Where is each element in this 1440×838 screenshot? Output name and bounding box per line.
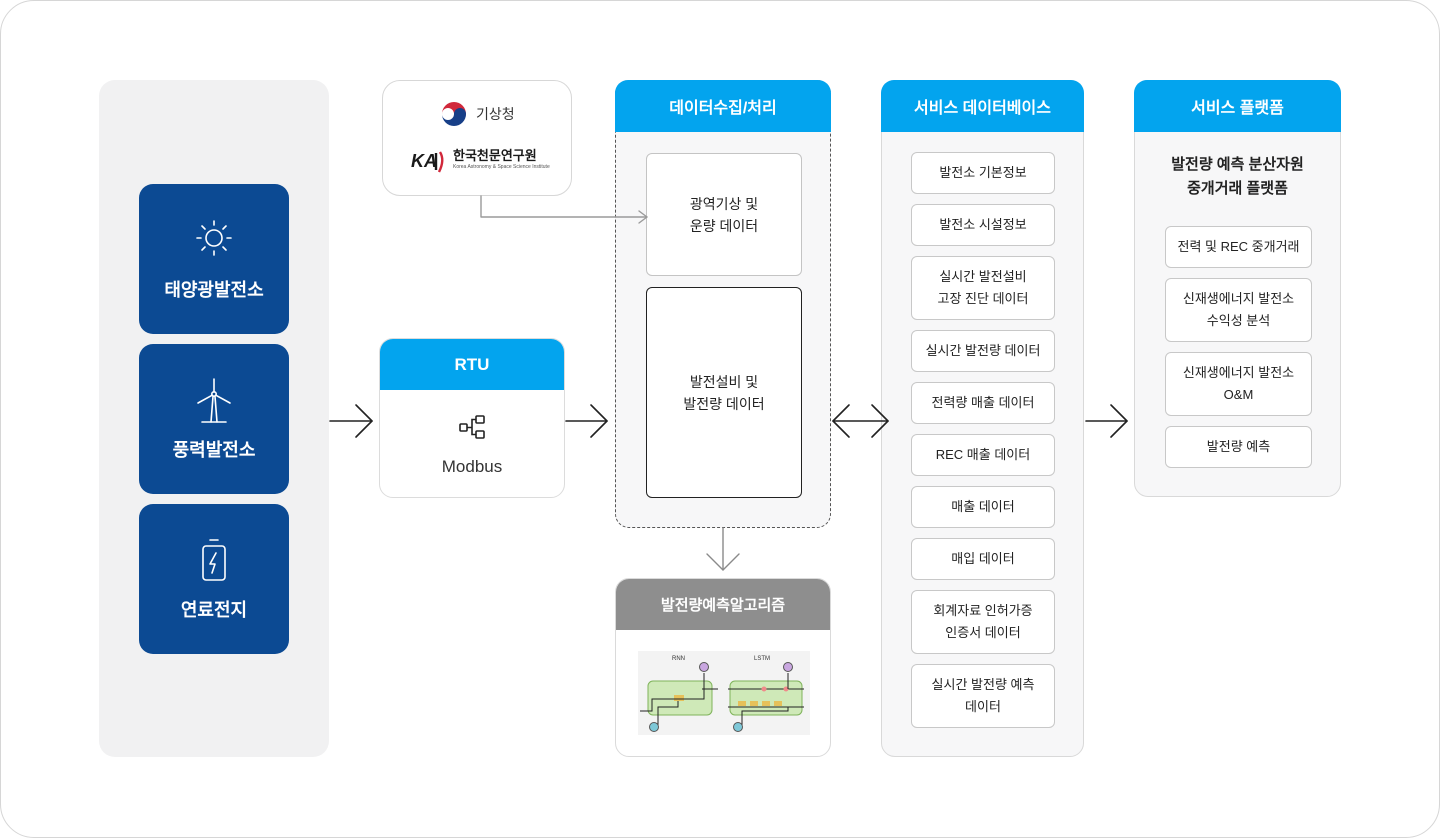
platform-item: 신재생에너지 발전소 O&M [1165, 352, 1312, 416]
db-item-line2: 데이터 [965, 699, 1001, 714]
db-item-line1: 실시간 발전량 데이터 [925, 343, 1041, 358]
arrow-collection-service-db [832, 404, 889, 438]
db-item-line2: 인증서 데이터 [945, 625, 1021, 640]
svg-text:KA: KA [411, 151, 437, 171]
platform-subtitle: 발전량 예측 분산자원 중개거래 플랫폼 [1135, 153, 1340, 201]
power-sources-column: 태양광발전소 풍력발전소 연료전지 [99, 80, 329, 757]
db-item-line1: 전력량 매출 데이터 [931, 395, 1035, 410]
generation-data-box: 발전설비 및 발전량 데이터 [646, 287, 802, 498]
prediction-algorithm-panel: 발전량예측알고리즘 RNN LSTM [615, 578, 831, 757]
arrow-service-db-to-platform [1085, 404, 1128, 438]
service-platform-panel: 서비스 플랫폼 발전량 예측 분산자원 중개거래 플랫폼 전력 및 REC 중개… [1134, 80, 1341, 497]
arrow-rtu-to-collection [565, 404, 608, 438]
sun-icon [139, 218, 289, 258]
platform-item-line1: 전력 및 REC 중개거래 [1177, 239, 1300, 254]
platform-item: 발전량 예측 [1165, 426, 1312, 468]
kasi-subtitle: Korea Astronomy & Space Science Institut… [453, 164, 550, 170]
wind-plant-label: 풍력발전소 [172, 440, 256, 460]
db-item: REC 매출 데이터 [911, 434, 1055, 476]
kma-logo: 기상청 [438, 98, 515, 130]
data-collection-panel: 데이터수집/처리 광역기상 및 운량 데이터 발전설비 및 발전량 데이터 [615, 80, 831, 528]
service-database-title: 서비스 데이터베이스 [881, 80, 1084, 132]
db-item: 매출 데이터 [911, 486, 1055, 528]
kma-name: 기상청 [476, 106, 515, 122]
db-item-line1: 실시간 발전설비 [939, 269, 1027, 284]
platform-item-line1: 신재생에너지 발전소 [1182, 365, 1295, 380]
platform-item-line1: 신재생에너지 발전소 [1182, 291, 1295, 306]
taegeuk-icon [442, 102, 466, 126]
kasi-mark-icon: KA [411, 151, 444, 173]
fuel-cell-label: 연료전지 [180, 600, 248, 620]
rtu-title: RTU [380, 339, 564, 390]
network-nodes-icon [458, 414, 488, 445]
arrow-collection-to-algorithm [706, 527, 740, 571]
rtu-box: RTU Modbus [379, 338, 565, 498]
solar-plant-card: 태양광발전소 [139, 184, 289, 334]
platform-subtitle-line1: 발전량 예측 분산자원 [1171, 156, 1304, 173]
db-item: 전력량 매출 데이터 [911, 382, 1055, 424]
db-item-line1: 발전소 기본정보 [939, 165, 1027, 180]
platform-item-line1: 발전량 예측 [1206, 439, 1271, 454]
kasi-name: 한국천문연구원 [453, 148, 537, 163]
platform-item-line2: 수익성 분석 [1206, 313, 1271, 328]
service-platform-title: 서비스 플랫폼 [1134, 80, 1341, 132]
platform-subtitle-line2: 중개거래 플랫폼 [1187, 180, 1288, 197]
db-item-line1: 실시간 발전량 예측 [931, 677, 1035, 692]
platform-item: 전력 및 REC 중개거래 [1165, 226, 1312, 268]
generation-data-line1: 발전설비 및 [689, 373, 759, 390]
fuel-cell-card: 연료전지 [139, 504, 289, 654]
lstm-label: LSTM [754, 656, 770, 662]
wind-turbine-icon [139, 378, 289, 423]
db-item: 매입 데이터 [911, 538, 1055, 580]
rtu-protocol: Modbus [441, 457, 503, 476]
db-item: 발전소 기본정보 [911, 152, 1055, 194]
db-item-line1: REC 매출 데이터 [935, 447, 1031, 462]
wind-plant-card: 풍력발전소 [139, 344, 289, 494]
db-item-line1: 회계자료 인허가증 [933, 603, 1033, 618]
weather-data-box: 광역기상 및 운량 데이터 [646, 153, 802, 276]
db-item: 발전소 시설정보 [911, 204, 1055, 246]
prediction-algorithm-title: 발전량예측알고리즘 [616, 579, 830, 630]
weather-data-line1: 광역기상 및 [689, 195, 759, 212]
agency-logos-box: 기상청 KA 한국천문연구원 Korea Astronomy & Space S… [382, 80, 572, 196]
battery-icon [139, 538, 289, 581]
kasi-logo: KA 한국천문연구원 Korea Astronomy & Space Scien… [411, 148, 550, 174]
platform-item-line2: O&M [1223, 387, 1254, 402]
data-collection-title: 데이터수집/처리 [615, 80, 831, 132]
db-item-line1: 발전소 시설정보 [939, 217, 1027, 232]
db-item-line1: 매출 데이터 [951, 499, 1015, 514]
db-item-line1: 매입 데이터 [951, 551, 1015, 566]
generation-data-line2: 발전량 데이터 [683, 395, 765, 412]
arrow-sources-to-rtu [329, 404, 373, 438]
rnn-label: RNN [672, 656, 685, 662]
db-item: 실시간 발전량 데이터 [911, 330, 1055, 372]
arrow-agency-to-weather [480, 195, 648, 224]
db-item-line2: 고장 진단 데이터 [937, 291, 1029, 306]
rnn-lstm-figure: RNN LSTM [638, 651, 810, 735]
solar-plant-label: 태양광발전소 [164, 280, 264, 300]
weather-data-line2: 운량 데이터 [689, 217, 759, 234]
